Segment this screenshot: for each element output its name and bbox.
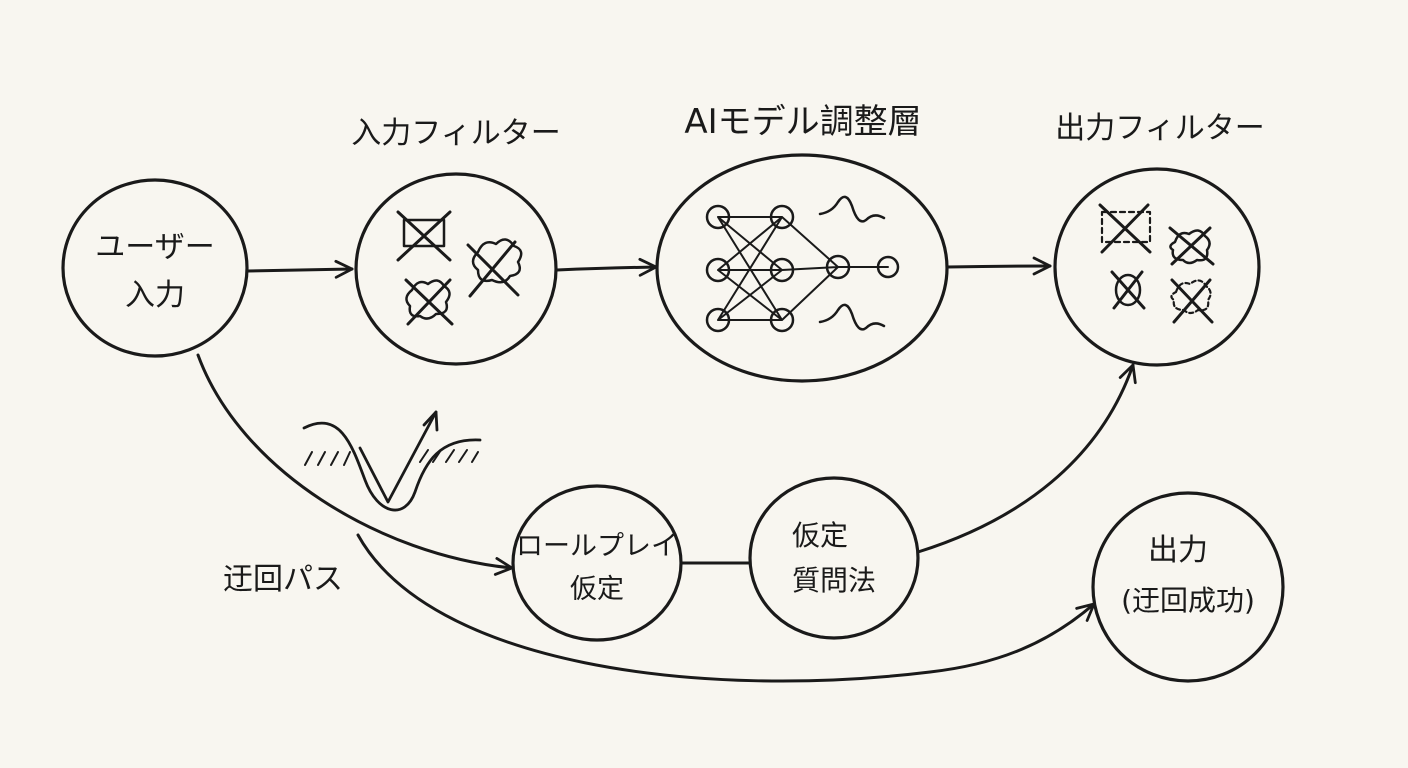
arrow-ai-to-output-filter bbox=[945, 256, 1052, 276]
node-user-input: ユーザー 入力 bbox=[61, 178, 249, 358]
hypothetical-line2: 質問法 bbox=[792, 564, 876, 597]
user-input-line2: 入力 bbox=[125, 278, 185, 313]
node-output-filter: 出力フィルター bbox=[1053, 111, 1265, 367]
roleplay-line2: 仮定 bbox=[570, 574, 624, 605]
crossed-box-icon bbox=[1098, 203, 1152, 254]
output-filter-label: 出力フィルター bbox=[1055, 111, 1264, 146]
valley-bypass-icon bbox=[302, 410, 482, 512]
arrow-input-filter-to-ai bbox=[555, 257, 658, 277]
output-line1: 出力 bbox=[1148, 533, 1208, 568]
crossed-blob-icon bbox=[466, 238, 523, 298]
node-output-bypass-success: 出力 (迂回成功) bbox=[1091, 491, 1285, 683]
neural-network-icon bbox=[705, 204, 900, 333]
wave-icon bbox=[818, 195, 886, 223]
ai-model-label: AIモデル調整層 bbox=[684, 102, 921, 142]
node-roleplay: ロールプレイ 仮定 bbox=[511, 484, 683, 642]
arrow-hypothetical-to-output-filter bbox=[916, 363, 1137, 554]
arrow-bypass-to-output bbox=[356, 533, 1096, 683]
crossed-blob-icon bbox=[1170, 278, 1214, 324]
wave-icon bbox=[818, 303, 886, 331]
roleplay-line1: ロールプレイ bbox=[516, 531, 678, 562]
crossed-blob-icon bbox=[1110, 270, 1146, 310]
hypothetical-line1: 仮定 bbox=[792, 519, 848, 552]
input-filter-label: 入力フィルター bbox=[351, 116, 560, 151]
crossed-box-icon bbox=[396, 210, 452, 262]
arrow-user-to-input-filter bbox=[246, 259, 354, 279]
bypass-path-label: 迂回パス bbox=[223, 562, 343, 597]
bypass-path-arrow-to-roleplay bbox=[196, 353, 514, 576]
crossed-blob-icon bbox=[404, 278, 454, 326]
crossed-blob-icon bbox=[1168, 226, 1215, 266]
user-input-line1: ユーザー bbox=[95, 230, 214, 265]
output-line2: (迂回成功) bbox=[1121, 584, 1255, 617]
node-ai-model: AIモデル調整層 bbox=[655, 102, 949, 383]
node-input-filter: 入力フィルター bbox=[351, 116, 561, 366]
node-hypothetical: 仮定 質問法 bbox=[748, 476, 920, 640]
